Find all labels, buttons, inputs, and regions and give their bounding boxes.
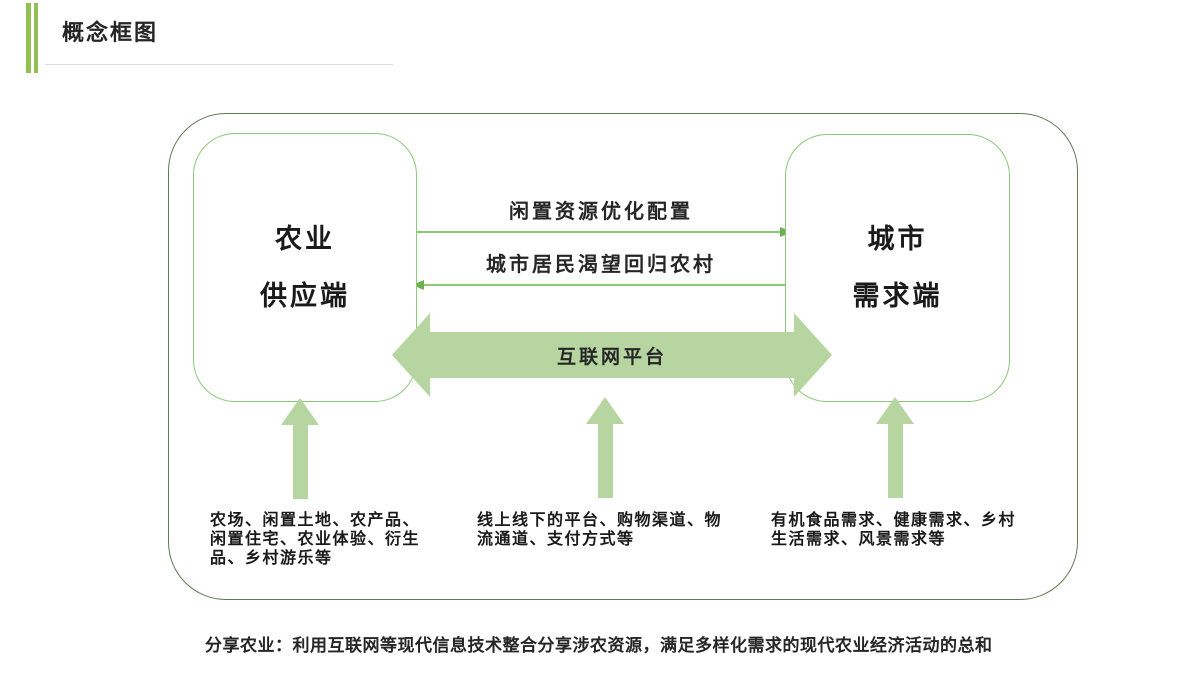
title-divider bbox=[45, 64, 393, 65]
accent-bar-left bbox=[26, 3, 31, 73]
up-arrow-shaft bbox=[887, 423, 903, 498]
arrowhead-left-icon bbox=[412, 280, 424, 290]
up-arrowhead-icon bbox=[586, 397, 624, 424]
demand-note: 有机食品需求、健康需求、乡村 生活需求、风景需求等 bbox=[771, 511, 1051, 549]
up-arrow-supply bbox=[281, 398, 319, 499]
page-title: 概念框图 bbox=[62, 20, 159, 45]
up-arrow-shaft bbox=[292, 424, 308, 499]
platform-arrow-label: 互联网平台 bbox=[556, 346, 667, 368]
up-arrow-platform bbox=[586, 397, 624, 498]
supply-box-label-line1: 农业 bbox=[275, 223, 335, 254]
platform-note: 线上线下的平台、购物渠道、物 流通道、支付方式等 bbox=[477, 511, 797, 549]
demand-note-line2: 生活需求、风景需求等 bbox=[771, 531, 947, 548]
supply-note-line2: 闲置住宅、农业体验、衍生 bbox=[210, 531, 421, 548]
up-arrow-demand bbox=[876, 397, 914, 498]
up-arrow-shaft bbox=[597, 423, 613, 498]
supply-note-line3: 品、乡村游乐等 bbox=[210, 550, 333, 567]
arrow-label-return-countryside: 城市居民渴望回归农村 bbox=[486, 254, 716, 276]
platform-arrowhead-right-icon bbox=[794, 313, 832, 397]
supply-box-label-line2: 供应端 bbox=[260, 280, 350, 311]
up-arrowhead-icon bbox=[281, 398, 319, 425]
supply-note-line1: 农场、闲置土地、农产品、 bbox=[210, 512, 421, 529]
platform-double-arrow: 互联网平台 bbox=[392, 313, 832, 397]
platform-note-line1: 线上线下的平台、购物渠道、物 bbox=[477, 512, 723, 529]
platform-note-line2: 流通道、支付方式等 bbox=[477, 531, 635, 548]
arrow-line-right bbox=[415, 231, 781, 233]
up-arrowhead-icon bbox=[876, 397, 914, 424]
platform-arrowhead-left-icon bbox=[392, 313, 430, 397]
supply-side-box: 农业 供应端 bbox=[193, 133, 417, 402]
platform-arrow-shaft bbox=[428, 332, 796, 378]
demand-note-line1: 有机食品需求、健康需求、乡村 bbox=[771, 512, 1017, 529]
arrow-line-left bbox=[424, 284, 788, 286]
accent-bar-right bbox=[34, 3, 38, 73]
demand-box-label-line1: 城市 bbox=[867, 224, 928, 254]
supply-note: 农场、闲置土地、农产品、 闲置住宅、农业体验、衍生 品、乡村游乐等 bbox=[210, 511, 450, 568]
demand-box-label-line2: 需求端 bbox=[852, 281, 943, 311]
arrow-label-idle-resources: 闲置资源优化配置 bbox=[509, 201, 693, 223]
definition-caption: 分享农业：利用互联网等现代信息技术整合分享涉农资源，满足多样化需求的现代农业经济… bbox=[205, 636, 993, 655]
